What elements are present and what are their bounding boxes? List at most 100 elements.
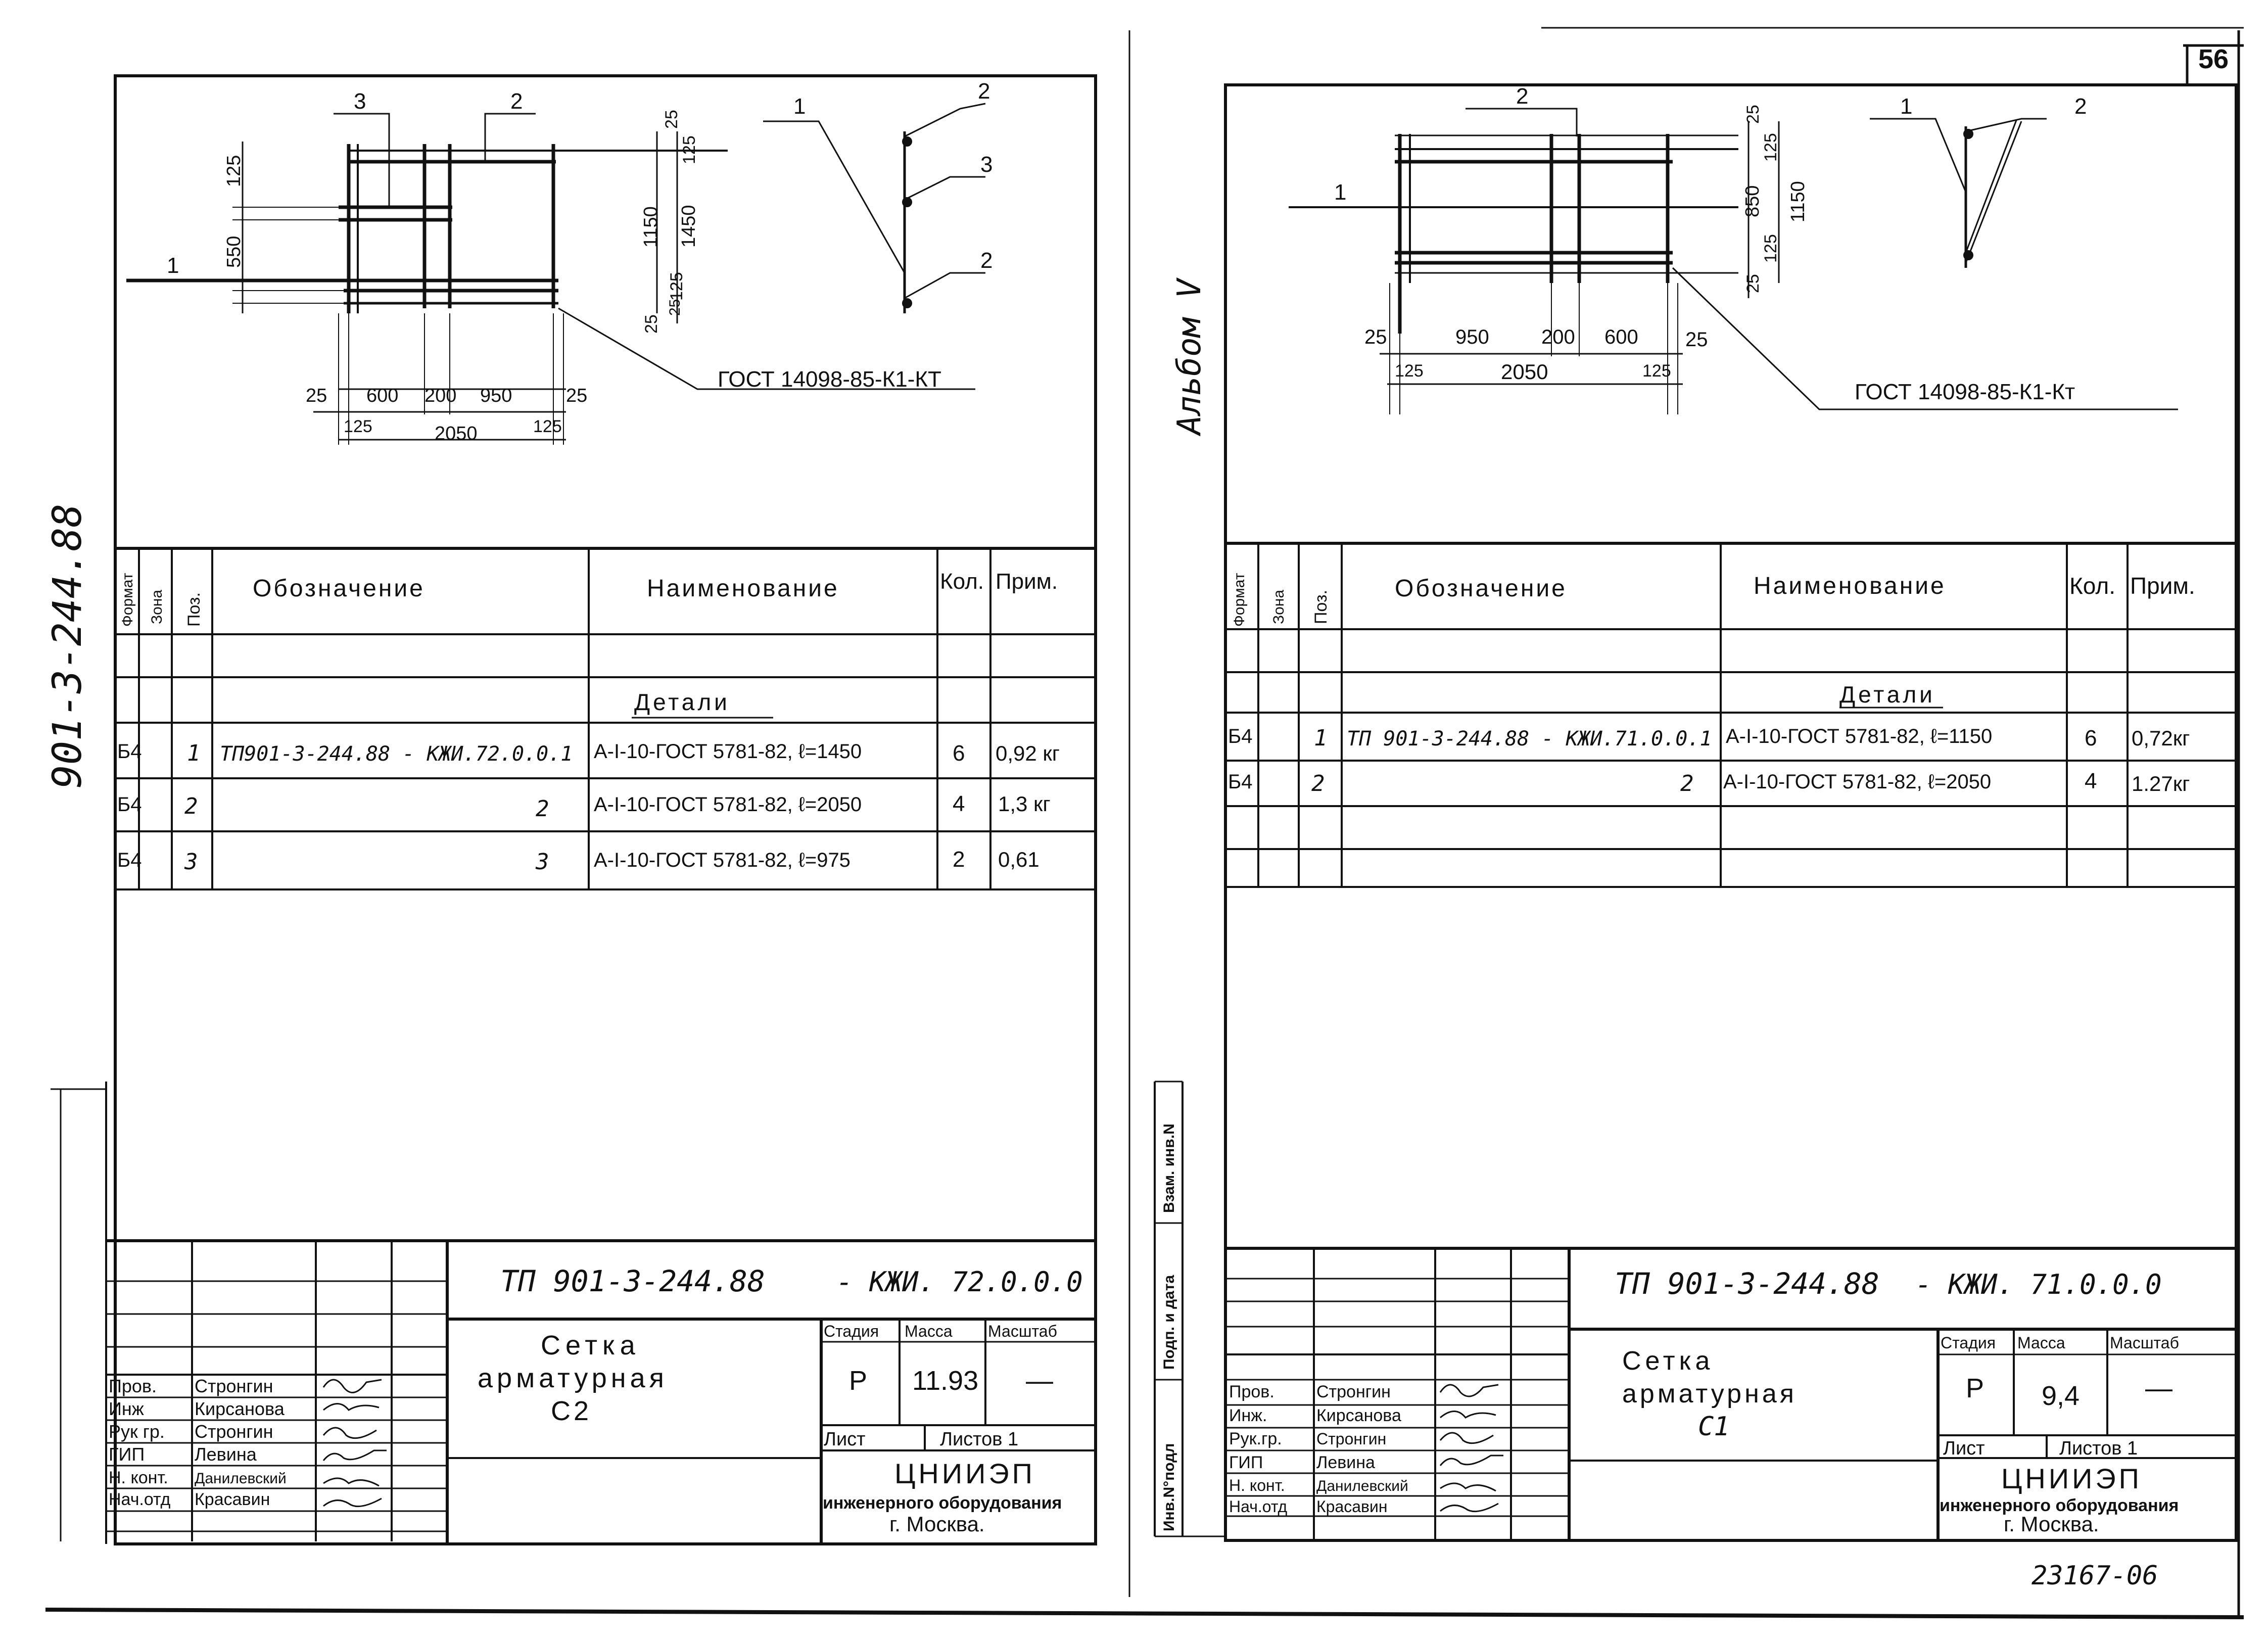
cell-name: А-I-10-ГОСТ 5781-82, ℓ=975 <box>594 849 850 871</box>
section-label: 1 <box>793 94 806 119</box>
signer-name: Данилевский <box>1316 1478 1408 1494</box>
dim-label: 125 <box>223 155 245 187</box>
cell-name: А-I-10-ГОСТ 5781-82, ℓ=2050 <box>594 793 862 816</box>
dim-label: 25 <box>1685 329 1708 351</box>
cell-format: Б4 <box>117 849 142 871</box>
sheets-label: Листов 1 <box>2059 1438 2138 1459</box>
dim-label: 200 <box>1541 326 1575 348</box>
cell-format: Б4 <box>1228 771 1253 793</box>
signer-name: Стронгин <box>195 1376 273 1396</box>
cell-qty: 6 <box>953 741 965 766</box>
signer-role: Н. конт. <box>1229 1476 1285 1494</box>
title-line: Сетка <box>541 1330 640 1360</box>
signer-name: Красавин <box>1316 1497 1388 1516</box>
dim-label: 950 <box>480 385 512 406</box>
dim-label: 850 <box>1742 185 1763 217</box>
signer-role: Инж. <box>1229 1406 1267 1425</box>
cell-note: 0,92 кг <box>996 741 1060 765</box>
section-label: 3 <box>980 152 993 177</box>
org-line: г. Москва. <box>889 1512 985 1536</box>
pos-label: 1 <box>1334 180 1346 205</box>
right-title-block <box>1225 1247 2236 1540</box>
gost-note: ГОСТ 14098-85-К1-КТ <box>718 367 941 392</box>
cell-pos: 1 <box>187 740 201 766</box>
section-label: 1 <box>1900 94 1912 119</box>
signer-role: ГИП <box>109 1444 145 1465</box>
pos-label: 1 <box>167 253 179 278</box>
section-label: 2 <box>980 248 993 273</box>
section-label: 2 <box>978 79 990 104</box>
cell-designation: 2 <box>1680 771 1694 796</box>
cell-format: Б4 <box>117 793 142 816</box>
signer-name: Кирсанова <box>1316 1406 1401 1425</box>
dim-label: 25 <box>1743 274 1763 293</box>
header-designation: Обозначение <box>253 575 425 602</box>
side-label: Подп. и дата <box>1161 1275 1177 1370</box>
dim-label: 600 <box>366 385 398 406</box>
left-sheet-border <box>114 74 1097 1545</box>
page-number: 56 <box>2198 44 2229 74</box>
left-mesh-drawing <box>126 103 986 445</box>
cell-qty: 4 <box>2085 769 2097 793</box>
stage-header: Стадия <box>1941 1334 1996 1352</box>
org-line: ЦНИИЭП <box>2001 1463 2142 1494</box>
right-sheet: Взам. инв.N Подп. и дата Инв.N°подл <box>1154 83 2238 1542</box>
signer-role: Пров. <box>109 1376 157 1396</box>
doc-code: ТП 901-3-244.88 <box>1615 1266 1879 1301</box>
cell-pos: 2 <box>1311 771 1325 796</box>
side-label: Инв.N°подл <box>1161 1443 1177 1531</box>
title-line: С1 <box>1698 1412 1730 1442</box>
header-format: Формат <box>119 573 136 627</box>
signer-name: Данилевский <box>195 1470 287 1487</box>
header-name: Наименование <box>1754 573 1946 599</box>
dim-label: 200 <box>424 385 456 406</box>
dim-label: 125 <box>680 135 699 164</box>
cell-name: А-I-10-ГОСТ 5781-82, ℓ=1450 <box>594 740 862 763</box>
stage-value: Р <box>849 1366 867 1396</box>
mass-value: 9,4 <box>2042 1381 2080 1411</box>
dim-label: 600 <box>1604 326 1638 348</box>
cell-pos: 1 <box>1314 725 1328 751</box>
section-title: Детали <box>634 689 730 715</box>
cell-note: 1,3 кг <box>998 792 1051 816</box>
signer-name: Стронгин <box>195 1421 273 1442</box>
cell-designation: 2 <box>536 796 549 822</box>
scale-value: — <box>1026 1366 1053 1396</box>
title-line: Сетка <box>1622 1346 1714 1376</box>
signer-role: Н. конт. <box>109 1468 168 1487</box>
cell-pos: 2 <box>184 793 198 819</box>
cell-note: 1.27кг <box>2132 772 2190 795</box>
signer-role: Нач.отд <box>1229 1497 1287 1516</box>
cell-designation: ТП 901-3-244.88 - КЖИ.71.0.0.1 <box>1347 727 1712 750</box>
side-document-code: 901-3-244.88 <box>45 503 90 788</box>
bottom-code: 23167-06 <box>2031 1561 2158 1591</box>
section-label: 2 <box>2074 94 2087 119</box>
dim-label: 2050 <box>435 423 478 444</box>
dim-label: 25 <box>642 314 661 334</box>
pos-label: 2 <box>1516 84 1528 109</box>
dim-label: 25 <box>662 110 681 129</box>
left-spec-table <box>115 547 1096 890</box>
dim-label: 125 <box>344 417 372 436</box>
dim-label: 2050 <box>1501 360 1548 384</box>
header-zone: Зона <box>149 590 165 624</box>
doc-suffix: - КЖИ. 71.0.0.0 <box>1915 1269 2162 1300</box>
pos-label: 2 <box>510 89 523 114</box>
signer-role: Рук.гр. <box>1229 1429 1282 1448</box>
sheet-label: Лист <box>824 1429 866 1450</box>
header-pos: Поз. <box>1311 590 1331 624</box>
right-spec-table <box>1225 542 2236 888</box>
cell-note: 0,72кг <box>2132 726 2190 750</box>
section-title: Детали <box>1839 681 1935 708</box>
signer-name: Левина <box>195 1444 257 1465</box>
signer-name: Стронгин <box>1316 1430 1386 1448</box>
dim-label: 125 <box>1761 234 1780 263</box>
header-designation: Обозначение <box>1395 575 1567 602</box>
pos-label: 3 <box>354 89 366 114</box>
sheet-label: Лист <box>1943 1438 1985 1459</box>
mass-header: Масса <box>905 1322 953 1340</box>
cell-note: 0,61 <box>998 848 1040 871</box>
cell-format: Б4 <box>1228 725 1253 747</box>
scale-value: — <box>2145 1373 2172 1403</box>
